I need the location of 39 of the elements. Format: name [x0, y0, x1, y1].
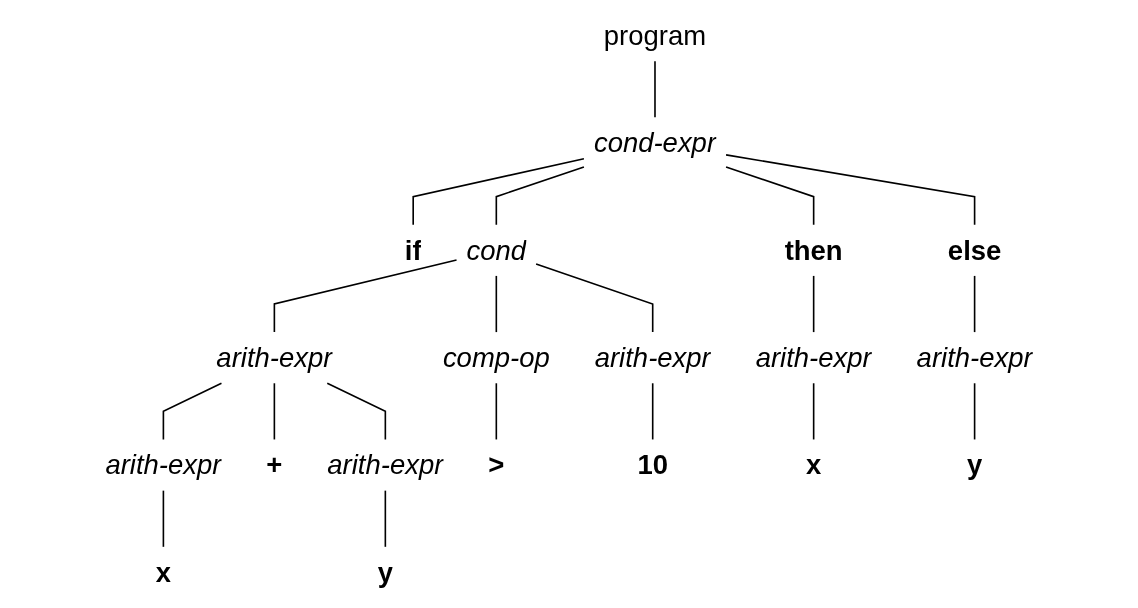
connector — [162, 489, 165, 548]
connector — [812, 275, 815, 333]
node-text: arith-expr — [105, 449, 222, 481]
node-text: + — [266, 449, 283, 481]
node-text: arith-expr — [327, 449, 444, 481]
node-text: program — [603, 19, 707, 52]
node-text: if — [404, 234, 422, 266]
connector — [651, 382, 654, 441]
connector — [725, 154, 976, 226]
node-text: cond-expr — [593, 127, 717, 159]
node-text: > — [488, 449, 505, 481]
connector — [973, 382, 976, 441]
node-text: arith-expr — [755, 342, 872, 374]
connector — [535, 263, 654, 333]
node-text: arith-expr — [916, 342, 1033, 374]
node-text: else — [947, 234, 1002, 266]
connector — [495, 275, 498, 333]
connector — [384, 489, 387, 548]
node-text: comp-op — [442, 342, 550, 374]
connector — [495, 166, 585, 226]
connector — [412, 157, 585, 226]
connector — [162, 382, 223, 441]
connector — [654, 60, 656, 119]
node-text: cond — [466, 234, 527, 266]
connector — [326, 382, 387, 441]
node-text: y — [966, 449, 983, 481]
node-text: x — [155, 556, 172, 589]
connector — [973, 275, 976, 333]
connector — [273, 382, 276, 441]
node-text: arith-expr — [216, 342, 333, 374]
node-text: x — [806, 449, 822, 481]
connector — [273, 259, 458, 333]
node-text: arith-expr — [594, 342, 711, 374]
node-text: y — [377, 556, 393, 589]
connector — [725, 166, 815, 226]
node-text: then — [784, 234, 843, 266]
node-text: 10 — [637, 449, 668, 481]
connector — [812, 382, 815, 441]
connector — [495, 382, 498, 441]
